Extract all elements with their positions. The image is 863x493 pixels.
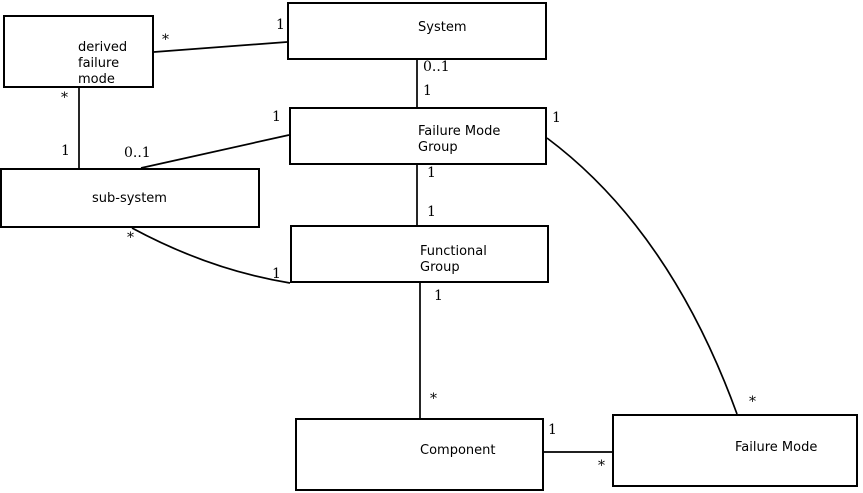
multiplicity-label: * (430, 391, 437, 407)
node-sub-system: sub-system (0, 168, 260, 228)
multiplicity-label: * (749, 394, 756, 410)
multiplicity-label: 1 (61, 143, 70, 159)
multiplicity-label: 1 (272, 266, 281, 282)
node-label-functional-group: Functional Group (420, 244, 487, 275)
relation-line-failure-mode-group-failure-mode (546, 137, 738, 415)
node-failure-mode: Failure Mode (612, 414, 858, 487)
multiplicity-label: 0..1 (124, 145, 151, 161)
multiplicity-label: * (127, 230, 134, 246)
node-label-failure-mode-group: Failure Mode Group (418, 124, 501, 155)
relation-line-sub-system-functional-group (131, 227, 291, 284)
node-label-component: Component (420, 443, 496, 458)
node-label-derived-failure-mode: derived failure mode (78, 40, 128, 87)
node-failure-mode-group: Failure Mode Group (289, 107, 547, 165)
multiplicity-label: 1 (548, 422, 557, 438)
multiplicity-label: * (162, 32, 169, 48)
node-functional-group: Functional Group (290, 225, 549, 283)
relation-line-failure-mode-group-sub-system (140, 134, 290, 169)
node-label-system: System (418, 20, 467, 35)
multiplicity-label: 1 (552, 110, 561, 126)
multiplicity-label: 1 (272, 109, 281, 125)
relation-line-derived-failure-mode-system (153, 41, 288, 53)
multiplicity-label: 1 (423, 83, 432, 99)
multiplicity-label: * (61, 90, 68, 106)
multiplicity-label: 1 (276, 17, 285, 33)
multiplicity-label: 1 (427, 165, 436, 181)
node-system: System (287, 2, 547, 60)
node-label-failure-mode: Failure Mode (735, 440, 818, 455)
multiplicity-label: * (598, 458, 605, 474)
multiplicity-label: 1 (427, 204, 436, 220)
multiplicity-label: 0..1 (423, 59, 450, 75)
node-component: Component (295, 418, 544, 491)
node-derived-failure-mode: derived failure mode (3, 15, 154, 88)
multiplicity-label: 1 (434, 288, 443, 304)
node-label-sub-system: sub-system (92, 191, 167, 206)
